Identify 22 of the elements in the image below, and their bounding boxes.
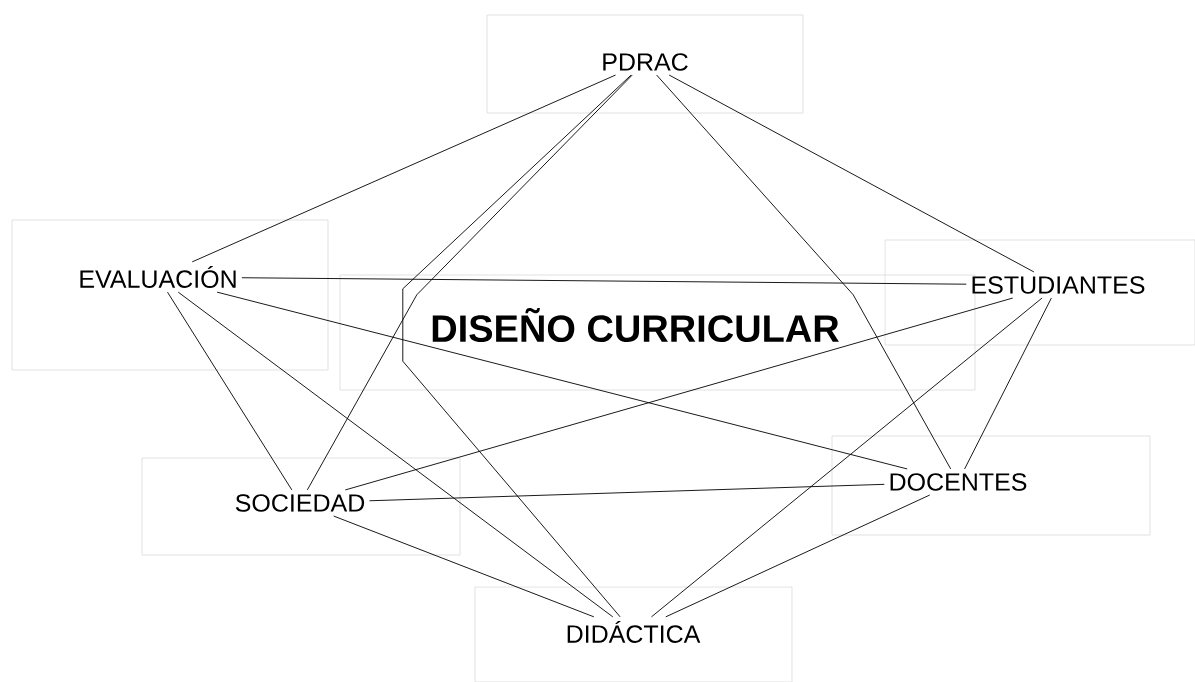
connector-line xyxy=(241,277,967,285)
node-label: EVALUACIÓN xyxy=(80,266,236,288)
connector-line xyxy=(191,74,616,263)
node-label: DIDÁCTICA xyxy=(567,621,701,643)
connector-line xyxy=(369,483,885,502)
connector-line xyxy=(306,74,633,491)
connector-line xyxy=(216,291,908,470)
connector-line xyxy=(402,74,632,618)
title-text: DISEÑO CURRICULAR xyxy=(427,304,843,346)
node-label: ESTUDIANTES xyxy=(972,276,1145,294)
connector-line xyxy=(651,297,1043,618)
connector-line xyxy=(333,515,595,618)
node-label: DOCENTES xyxy=(890,473,1027,491)
connector-line xyxy=(344,297,1014,491)
connector-line xyxy=(964,297,1052,470)
connector-line xyxy=(668,74,1035,273)
node-label: SOCIEDAD xyxy=(235,494,365,512)
connector-line xyxy=(665,494,931,618)
connector-line xyxy=(167,291,293,491)
connector-line xyxy=(656,74,952,470)
connector-line xyxy=(177,291,614,618)
node-label: PDRAC xyxy=(603,53,688,71)
